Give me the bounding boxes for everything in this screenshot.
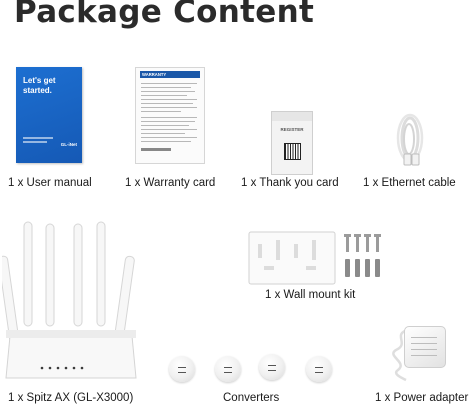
adapter-vent bbox=[411, 355, 437, 357]
warranty-text-line bbox=[141, 125, 189, 126]
manual-cover-line bbox=[23, 137, 53, 139]
caption-wall-mount-kit: 1 x Wall mount kit bbox=[265, 289, 356, 301]
warranty-text-line bbox=[141, 133, 185, 134]
warranty-text-line bbox=[141, 87, 191, 88]
caption-warranty-card: 1 x Warranty card bbox=[125, 177, 216, 189]
warranty-card-image: WARRANTY bbox=[135, 67, 205, 164]
wall-mount-kit-image bbox=[248, 231, 381, 285]
adapter-vent bbox=[411, 349, 437, 351]
warranty-text-line bbox=[141, 129, 197, 130]
user-manual-image: Let's get started. GL-iNet bbox=[16, 67, 82, 163]
warranty-text-line bbox=[141, 107, 197, 108]
warranty-text-line bbox=[141, 137, 197, 138]
manual-cover-line bbox=[23, 141, 47, 143]
warranty-text-line bbox=[141, 95, 187, 96]
warranty-text-line bbox=[141, 83, 197, 84]
converter-plug-icon bbox=[306, 356, 332, 382]
register-text: REGISTER bbox=[280, 127, 304, 132]
caption-power-adapter: 1 x Power adapter bbox=[375, 392, 469, 404]
thank-you-card-image: REGISTER bbox=[271, 111, 313, 175]
page-title: Package Content bbox=[14, 0, 315, 30]
caption-router: 1 x Spitz AX (GL-X3000) bbox=[8, 392, 134, 404]
qr-code-icon bbox=[284, 143, 301, 160]
converter-plug-icon bbox=[259, 354, 285, 380]
router-image bbox=[2, 221, 137, 379]
warranty-text-line bbox=[141, 103, 193, 104]
caption-user-manual: 1 x User manual bbox=[8, 177, 92, 189]
caption-thank-you-card: 1 x Thank you card bbox=[241, 177, 339, 189]
warranty-text-line bbox=[141, 111, 181, 112]
warranty-header: WARRANTY bbox=[140, 71, 200, 78]
converter-plug-icon bbox=[169, 356, 195, 382]
power-cable-icon bbox=[392, 328, 409, 382]
warranty-text-line bbox=[141, 99, 197, 100]
card-strip bbox=[272, 112, 312, 121]
manual-cover-text: Let's get started. bbox=[23, 76, 56, 95]
adapter-vent bbox=[411, 337, 437, 339]
adapter-vent bbox=[411, 343, 437, 345]
certification-marks bbox=[141, 148, 171, 151]
warranty-text-line bbox=[141, 117, 197, 118]
power-adapter-image bbox=[404, 326, 446, 368]
caption-converters: Converters bbox=[223, 392, 280, 404]
converter-plug-icon bbox=[215, 356, 241, 382]
warranty-text-line bbox=[141, 141, 191, 142]
warranty-text-line bbox=[141, 121, 195, 122]
warranty-text-line bbox=[141, 91, 195, 92]
caption-ethernet-cable: 1 x Ethernet cable bbox=[363, 177, 456, 189]
ethernet-cable-icon bbox=[396, 113, 424, 166]
manual-brand-logo: GL-iNet bbox=[60, 142, 77, 147]
